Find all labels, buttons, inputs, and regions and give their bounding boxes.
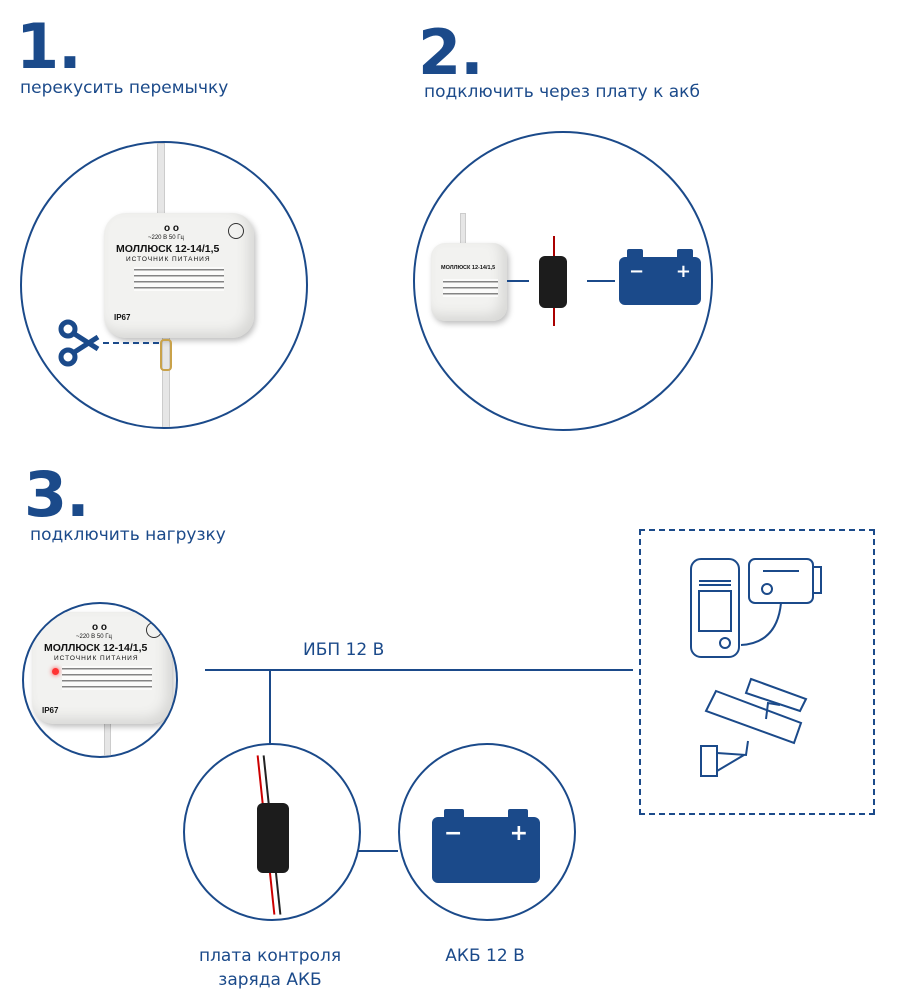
model-label: МОЛЛЮСК 12-14/1,5 <box>44 642 148 654</box>
connector-line <box>507 280 529 282</box>
ip-rating: IP67 <box>114 313 131 322</box>
step3-device-circle: o o ~220 В 50 Гц МОЛЛЮСК 12-14/1,5 ИСТОЧ… <box>22 602 178 758</box>
board-link-line <box>269 670 271 745</box>
step1-caption: перекусить перемычку <box>20 78 229 98</box>
charge-control-board <box>257 803 289 873</box>
connector-line <box>587 280 615 282</box>
plus-sign: + <box>509 821 528 846</box>
charge-board-circle <box>183 743 361 921</box>
board-label-line1: плата контроля <box>198 946 342 966</box>
cctv-camera-icon <box>700 677 808 777</box>
jumper-wire <box>160 339 172 371</box>
battery-circle: − + <box>398 743 576 921</box>
load-box <box>639 529 875 815</box>
minus-sign: − <box>629 261 645 282</box>
board-label-line2: заряда АКБ <box>218 970 322 990</box>
plus-sign: + <box>675 261 691 282</box>
step3-caption: подключить нагрузку <box>30 525 226 545</box>
logo-icon <box>228 223 244 239</box>
battery-icon: − + <box>619 249 701 305</box>
model-label: МОЛЛЮСК 12-14/1,5 <box>116 243 220 255</box>
power-supply-device: o o ~220 В 50 Гц МОЛЛЮСК 12-14/1,5 ИСТОЧ… <box>104 213 254 338</box>
intercom-lock-icon <box>690 558 822 658</box>
step3-number: 3. <box>24 458 90 531</box>
holes: o o <box>164 223 179 234</box>
holes: o o <box>92 622 107 633</box>
step2-number: 2. <box>418 16 484 89</box>
specs-text <box>443 279 498 297</box>
logo-icon <box>146 622 162 638</box>
voltage-label: ~220 В 50 Гц <box>76 634 112 640</box>
ups-line <box>205 669 633 671</box>
minus-sign: − <box>444 821 463 846</box>
model-label: МОЛЛЮСК 12-14/1,5 <box>441 265 496 271</box>
cable <box>460 213 466 245</box>
charge-control-board <box>539 256 567 308</box>
scissors-icon <box>58 319 163 367</box>
step2-circle: МОЛЛЮСК 12-14/1,5 − + <box>413 131 713 431</box>
battery-label: АКБ 12 В <box>445 946 525 966</box>
led-indicator <box>52 668 59 675</box>
step1-number: 1. <box>16 10 82 83</box>
step2-caption: подключить через плату к акб <box>424 82 700 102</box>
subtitle-label: ИСТОЧНИК ПИТАНИЯ <box>126 256 211 263</box>
voltage-label: ~220 В 50 Гц <box>148 235 184 241</box>
battery-icon: − + <box>432 809 540 883</box>
ups-label: ИБП 12 В <box>303 640 385 660</box>
power-supply-device: o o ~220 В 50 Гц МОЛЛЮСК 12-14/1,5 ИСТОЧ… <box>32 612 172 724</box>
subtitle-label: ИСТОЧНИК ПИТАНИЯ <box>54 655 139 662</box>
ip-rating: IP67 <box>42 706 59 715</box>
battery-link-line <box>358 850 398 852</box>
step1-circle: o o ~220 В 50 Гц МОЛЛЮСК 12-14/1,5 ИСТОЧ… <box>20 141 308 429</box>
specs-text <box>62 666 152 690</box>
specs-text <box>134 267 224 291</box>
power-supply-device: МОЛЛЮСК 12-14/1,5 <box>431 243 507 321</box>
